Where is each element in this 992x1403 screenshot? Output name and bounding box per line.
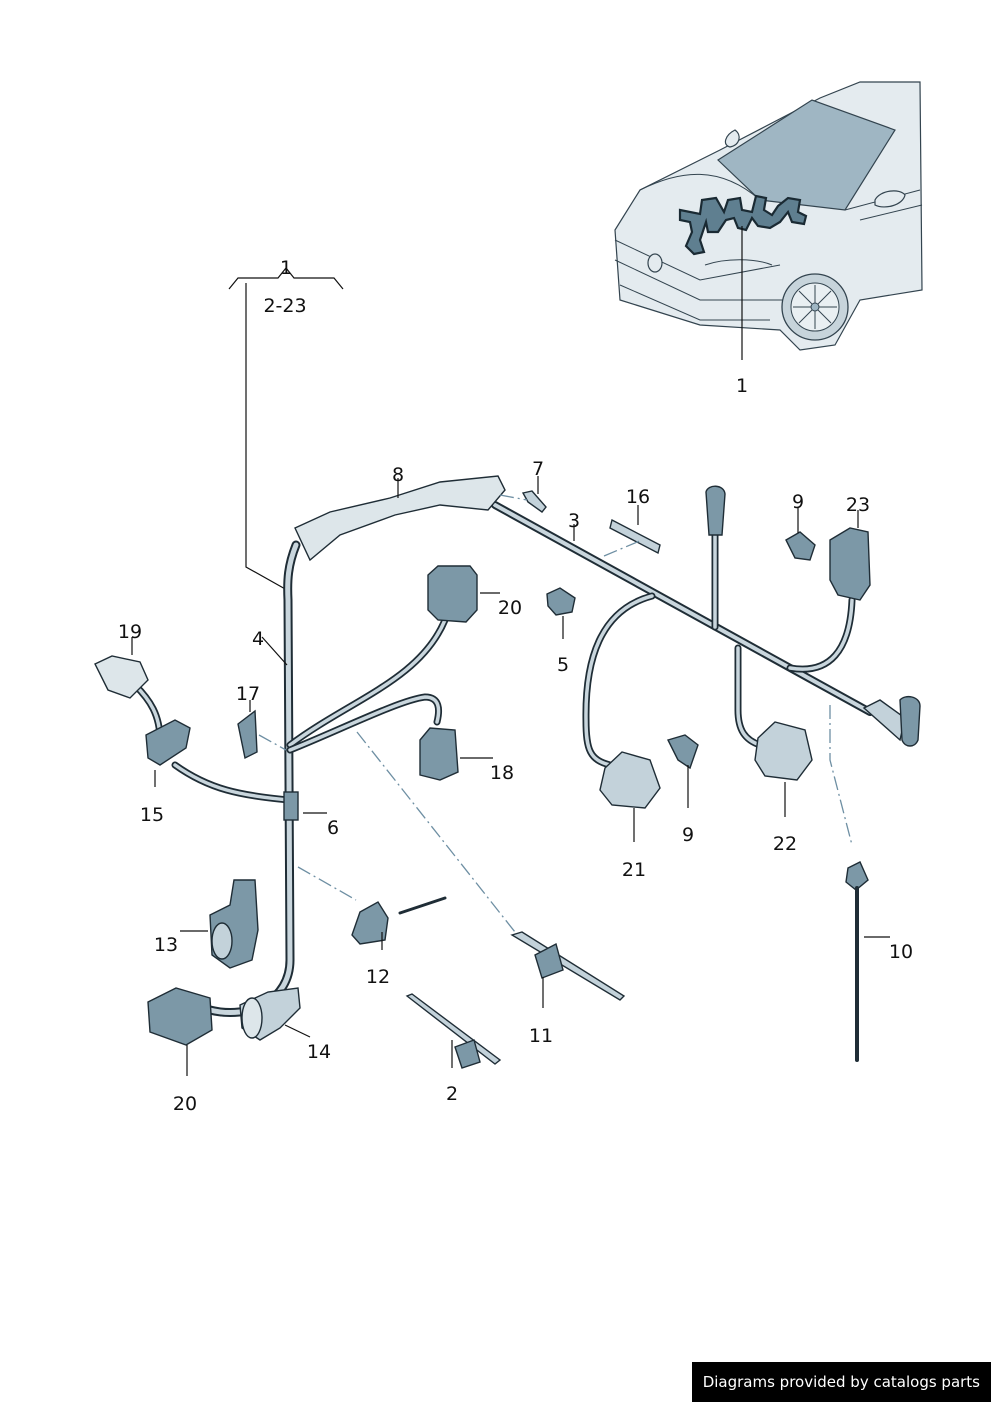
holder-clip-icon (785, 531, 816, 561)
callout-15: 15 (140, 804, 164, 826)
callout-6: 6 (327, 817, 339, 839)
callout-22: 22 (773, 833, 797, 855)
cable-tie-2-icon (405, 993, 502, 1065)
connector-23-icon (829, 527, 871, 601)
harness-highlight-icon (678, 194, 808, 256)
callout-18: 18 (490, 762, 514, 784)
callout-13: 13 (154, 934, 178, 956)
callout-5: 5 (557, 654, 569, 676)
callout-3: 3 (568, 510, 580, 532)
callout-20-upper: 20 (498, 597, 522, 619)
car-inset: 1 (614, 81, 923, 397)
connector-19-icon (94, 655, 149, 699)
callout-9-lower: 9 (682, 824, 694, 846)
connector-22-icon (754, 721, 813, 781)
callout-21: 21 (622, 859, 646, 881)
callout-10: 10 (889, 941, 913, 963)
callout-14: 14 (307, 1041, 331, 1063)
connector-21-icon (599, 751, 661, 809)
watermark-banner: Diagrams provided by catalogs parts (691, 1362, 991, 1402)
junction-clip-icon (283, 791, 299, 821)
cable-tie-11-icon (510, 931, 626, 1001)
harness-wires (131, 501, 874, 1018)
assembly-dash-lines (258, 494, 853, 933)
car-inset-callout: 1 (736, 375, 748, 397)
clip-17-icon (237, 709, 258, 760)
cable-tie-anchor-icon (845, 861, 869, 891)
cap-icon (546, 587, 576, 616)
group-number: 1 (280, 257, 292, 279)
rivet-icon (521, 490, 547, 513)
callout-4: 4 (252, 628, 264, 650)
connector-18-icon (419, 727, 459, 781)
group-bracket: 1 2-23 (228, 257, 344, 591)
callout-9-top: 9 (792, 491, 804, 513)
connector-holder-icon (145, 719, 191, 766)
group-range: 2-23 (263, 295, 306, 317)
callout-19: 19 (118, 621, 142, 643)
holder-clip-lower-icon (666, 734, 699, 770)
callout-16: 16 (626, 486, 650, 508)
callout-20-lower: 20 (173, 1093, 197, 1115)
bracket-icon (609, 518, 661, 555)
callout-12: 12 (366, 966, 390, 988)
ring-terminal-right-icon (862, 699, 906, 742)
ring-terminal-icon (705, 485, 726, 536)
callout-23: 23 (846, 494, 870, 516)
callouts: 8 7 3 16 9 23 20 5 4 19 17 18 15 6 9 21 (118, 458, 913, 1115)
callout-8: 8 (392, 464, 404, 486)
cable-tie-12-icon (351, 901, 389, 945)
cable-duct-icon (294, 475, 506, 562)
connector-20-upper-icon (427, 565, 478, 623)
callout-2: 2 (446, 1083, 458, 1105)
callout-17: 17 (236, 683, 260, 705)
callout-7: 7 (532, 458, 544, 480)
callout-11: 11 (529, 1025, 553, 1047)
connector-20-lower-icon (147, 987, 213, 1046)
